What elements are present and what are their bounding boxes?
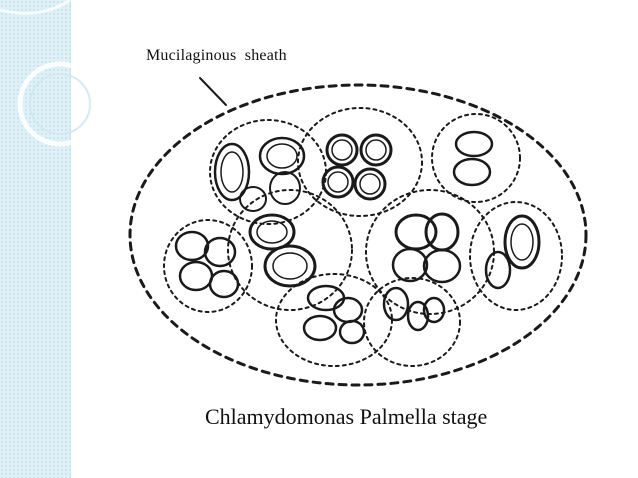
cell (203, 236, 237, 268)
cell (365, 139, 387, 161)
cell (208, 269, 240, 299)
cell (503, 214, 541, 270)
cell (325, 133, 359, 167)
cell (321, 165, 355, 199)
cell (256, 220, 288, 244)
colony-left (163, 219, 253, 313)
cell (353, 167, 387, 201)
cell (327, 171, 349, 193)
cell (359, 173, 381, 195)
cell (422, 248, 462, 284)
cell (452, 157, 492, 187)
cell (331, 139, 353, 161)
cell (302, 314, 338, 342)
cell (258, 136, 306, 176)
label-mucilaginous-sheath: Mucilaginous sheath (146, 47, 287, 64)
slide-caption: Chlamydomonas Palmella stage (205, 404, 488, 429)
cell (178, 260, 214, 292)
sheath-pointer-line (199, 77, 227, 106)
palmella-diagram (120, 60, 600, 400)
cell (213, 142, 251, 202)
cell (406, 300, 430, 332)
cell (424, 212, 460, 252)
colony-right (469, 201, 563, 311)
decorative-side-strip (0, 0, 71, 478)
cell (239, 186, 267, 212)
colony-center-left (227, 189, 353, 311)
cell (266, 143, 298, 169)
cell (484, 250, 512, 290)
cell (269, 171, 301, 205)
cell (510, 223, 534, 261)
cell (220, 151, 244, 193)
cell (248, 213, 296, 251)
cell (382, 286, 410, 322)
cell (338, 319, 366, 345)
cell (422, 296, 446, 324)
outer-sheath (128, 83, 588, 387)
cell (263, 244, 317, 288)
cell (174, 230, 210, 262)
cell (454, 130, 494, 158)
colony-top-middle (297, 107, 423, 217)
cell (332, 296, 364, 324)
colony-top-right (431, 113, 521, 203)
palmella-drawing (128, 77, 588, 387)
cell (359, 133, 393, 167)
cell (272, 252, 308, 280)
colony-top-left (209, 119, 327, 225)
cell (391, 247, 429, 283)
colony-bottom-right (363, 277, 461, 367)
